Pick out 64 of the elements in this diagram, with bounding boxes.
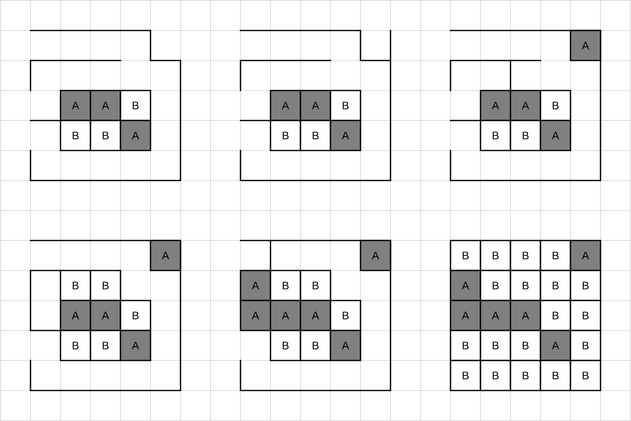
letter-cell: B [570,360,602,392]
letter-cell: A [540,330,572,362]
letter-cell: B [60,120,92,152]
letter-cell: B [90,330,122,362]
letter-cell: A [60,90,92,122]
letter-cell: A [360,240,392,272]
letter-cell: B [510,270,542,302]
letter-cell: B [300,270,332,302]
letter-cell: B [120,90,152,122]
letter-cell: A [570,240,602,272]
letter-cell: A [120,330,152,362]
letter-cell: B [570,330,602,362]
letter-cell: B [510,360,542,392]
letter-cell: A [330,120,362,152]
letter-cell: B [300,330,332,362]
letter-cell: B [60,330,92,362]
letter-cell: B [120,300,152,332]
letter-cell: A [270,300,302,332]
letter-cell: B [540,240,572,272]
letter-cell: A [240,300,272,332]
letter-cell: B [450,360,482,392]
letter-cell: A [300,300,332,332]
letter-cell: B [480,120,512,152]
letter-cell: B [480,330,512,362]
letter-cell: A [120,120,152,152]
letter-cell: B [540,270,572,302]
letter-cell: A [450,300,482,332]
letter-cell: A [570,30,602,62]
letter-cell: B [450,240,482,272]
letter-cell: B [270,120,302,152]
letter-cell: A [540,120,572,152]
letter-cell: B [510,240,542,272]
letter-cell: B [60,270,92,302]
letter-cell: A [480,90,512,122]
letter-cell: B [300,120,332,152]
letter-cell: A [90,90,122,122]
letter-cell: B [270,330,302,362]
letter-cell: B [330,90,362,122]
letter-cell: B [480,270,512,302]
letter-cell: B [540,300,572,332]
letter-cell: B [480,360,512,392]
letter-cell: B [90,120,122,152]
letter-cell: A [480,300,512,332]
letter-cell: B [570,270,602,302]
letter-cell: A [510,90,542,122]
letter-cell: A [450,270,482,302]
letter-cell: A [150,240,182,272]
letter-cell: B [540,360,572,392]
letter-cell: B [570,300,602,332]
letter-cell: B [480,240,512,272]
letter-cell: B [540,90,572,122]
letter-cell: B [330,300,362,332]
letter-cell: B [90,270,122,302]
letter-cell: B [450,330,482,362]
letter-cell: A [330,330,362,362]
letter-cell: A [270,90,302,122]
letter-cell: B [510,120,542,152]
letter-cell: B [510,330,542,362]
letter-cell: A [300,90,332,122]
letter-cell: A [90,300,122,332]
letter-cell: A [60,300,92,332]
letter-cell: A [510,300,542,332]
letter-cell: B [270,270,302,302]
letter-cell: A [240,270,272,302]
